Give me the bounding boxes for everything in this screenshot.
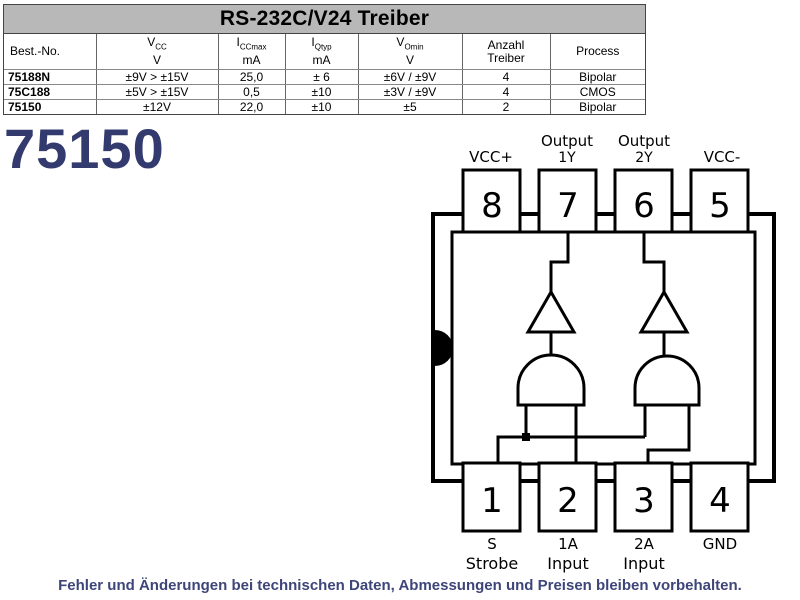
pin-5-label: VCC- xyxy=(704,148,741,166)
pin-4: 4 xyxy=(689,461,750,533)
header-part: Best.-No. xyxy=(4,34,97,70)
pin-2-label: 1A xyxy=(558,535,579,553)
and-gate-2-icon xyxy=(633,354,701,407)
header-vo: VOmin V xyxy=(358,34,463,70)
header-process: Process xyxy=(550,34,645,70)
pin-3-sublabel: Input xyxy=(623,554,664,573)
cell-icc: 22,0 xyxy=(218,99,286,114)
spec-table-header-row: Best.-No. VCC V ICCmax mA IQtyp mA VOmin… xyxy=(4,34,645,70)
cell-vo: ±6V / ±9V xyxy=(358,69,463,85)
part-number-heading: 75150 xyxy=(4,117,165,180)
cell-icc: 0,5 xyxy=(218,84,286,100)
pin-5: 5 xyxy=(689,168,750,234)
pin-number: 2 xyxy=(557,481,579,521)
pin-6-label: Output xyxy=(618,132,670,150)
pin-2-sublabel: Input xyxy=(547,554,588,573)
cell-process: CMOS xyxy=(550,84,645,100)
header-iq: IQtyp mA xyxy=(285,34,359,70)
pin-7-label: Output xyxy=(541,132,593,150)
cell-vo: ±5 xyxy=(358,99,463,114)
pin-8: 8 xyxy=(461,168,522,234)
pin-number: 7 xyxy=(557,186,579,226)
pin-1-label: S xyxy=(487,535,497,553)
strobe-bus xyxy=(496,435,645,463)
junction-dot xyxy=(522,433,530,441)
pin-1: 1 xyxy=(461,461,522,533)
cell-vcc: ±9V > ±15V xyxy=(96,69,219,85)
driver-2-circuit xyxy=(633,232,701,463)
pin-number: 6 xyxy=(633,186,655,226)
wire-gate2-b xyxy=(646,405,691,463)
pin-number: 5 xyxy=(709,186,731,226)
cell-part: 75188N xyxy=(4,69,97,85)
pin-number: 4 xyxy=(709,481,731,521)
table-row: 75C188 ±5V > ±15V 0,5 ±10 ±3V / ±9V 4 CM… xyxy=(4,84,645,100)
cell-icc: 25,0 xyxy=(218,69,286,85)
pin-number: 8 xyxy=(481,186,503,226)
pin-6-sublabel: 2Y xyxy=(635,150,653,166)
cell-vcc: ±5V > ±15V xyxy=(96,84,219,100)
pin-2: 2 xyxy=(537,461,598,533)
ic-body xyxy=(431,212,776,483)
header-vcc: VCC V xyxy=(96,34,219,70)
footer-disclaimer: Fehler und Änderungen bei technischen Da… xyxy=(58,577,742,594)
pin-1-sublabel: Strobe xyxy=(466,554,518,573)
cell-part: 75150 xyxy=(4,99,97,114)
cell-iq: ±10 xyxy=(285,99,359,114)
pin-8-label: VCC+ xyxy=(469,148,513,166)
header-icc: ICCmax mA xyxy=(218,34,286,70)
table-row: 75150 ±12V 22,0 ±10 ±5 2 Bipolar xyxy=(4,99,645,114)
cell-count: 4 xyxy=(462,69,551,85)
header-count: Anzahl Treiber xyxy=(462,34,551,70)
cell-count: 2 xyxy=(462,99,551,114)
spec-table: RS-232C/V24 Treiber Best.-No. VCC V ICCm… xyxy=(3,4,646,115)
cell-vo: ±3V / ±9V xyxy=(358,84,463,100)
pin-3-label: 2A xyxy=(634,535,655,553)
cell-vcc: ±12V xyxy=(96,99,219,114)
cell-iq: ±10 xyxy=(285,84,359,100)
ic-notch xyxy=(435,330,453,366)
cell-process: Bipolar xyxy=(550,69,645,85)
and-gate-1-icon xyxy=(516,353,586,407)
pin-7: 7 xyxy=(537,168,598,234)
cell-count: 4 xyxy=(462,84,551,100)
pin-3: 3 xyxy=(613,461,674,533)
spec-table-title: RS-232C/V24 Treiber xyxy=(4,5,645,34)
spec-table-grid: Best.-No. VCC V ICCmax mA IQtyp mA VOmin… xyxy=(4,34,645,114)
table-row: 75188N ±9V > ±15V 25,0 ± 6 ±6V / ±9V 4 B… xyxy=(4,69,645,85)
cell-iq: ± 6 xyxy=(285,69,359,85)
pin-number: 3 xyxy=(633,481,655,521)
cell-part: 75C188 xyxy=(4,84,97,100)
wire-out-2 xyxy=(642,232,666,292)
driver-1-circuit xyxy=(516,232,586,463)
cell-process: Bipolar xyxy=(579,100,617,114)
pin-number: 1 xyxy=(481,481,503,521)
wire-out-1 xyxy=(549,232,570,292)
pin-4-label: GND xyxy=(703,535,737,553)
pin-6: 6 xyxy=(613,168,674,234)
pin-7-sublabel: 1Y xyxy=(558,150,576,166)
